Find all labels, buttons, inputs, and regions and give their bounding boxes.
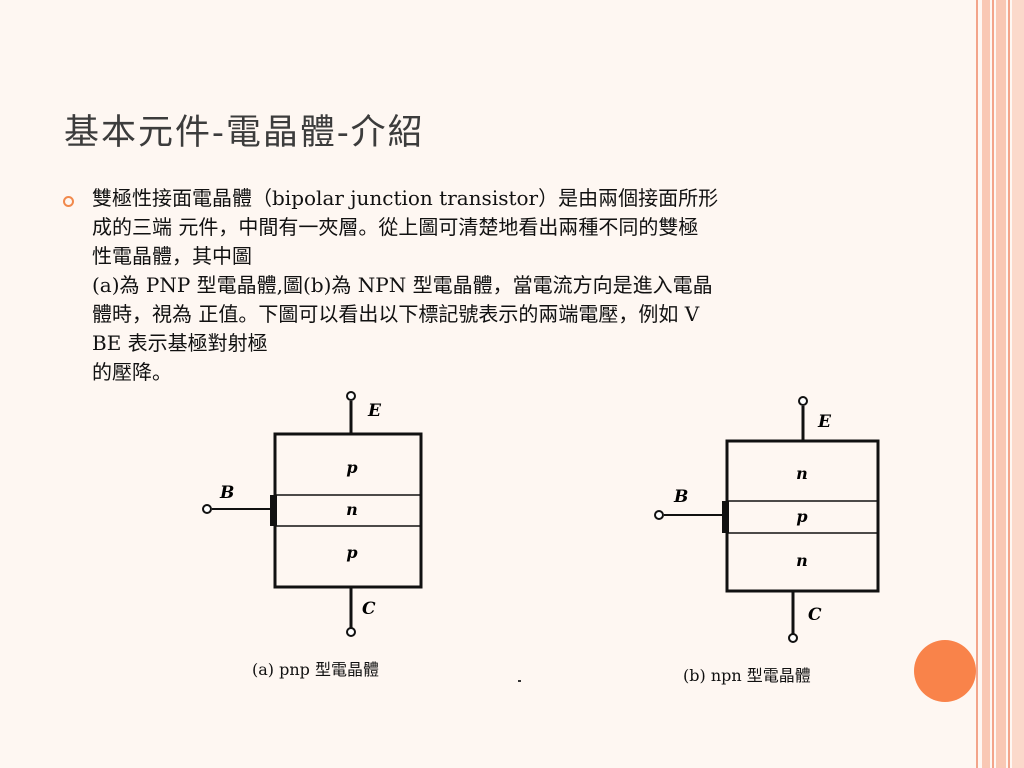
body-line: BE 表示基極對射極 [92,331,268,355]
body-line: (a)為 PNP 型電晶體,圖(b)為 NPN 型電晶體，當電流方向是進入電晶 [92,273,713,297]
decor-stripe [976,0,978,768]
base-label: B [219,483,234,503]
body-paragraph: 雙極性接面電晶體（bipolar junction transistor）是由兩… [92,184,876,387]
decor-stripe [992,0,994,768]
body-line: 的壓降。 [92,360,172,384]
body-line: 性電晶體，其中圖 [92,244,252,268]
figure-a-caption: (a) pnp 型電晶體 [252,660,379,679]
slide-title: 基本元件-電晶體-介紹 [64,113,425,153]
layer-label: n [796,551,808,570]
body-line: 成的三端 元件，中間有一夾層。從上圖可清楚地看出兩種不同的雙極 [92,215,699,239]
figure-b-caption: (b) npn 型電晶體 [683,666,811,685]
bullet-icon [63,196,74,207]
body-line: 體時，視為 正值。下圖可以看出以下標記號表示的兩端電壓，例如 V [92,302,700,326]
npn-transistor-diagram: E n p n B C [654,396,880,643]
decor-stripe [996,0,1006,768]
layer-label: p [346,543,357,562]
decor-circle [914,640,976,702]
layer-label: n [796,464,808,483]
layer-label: p [796,507,807,526]
emitter-label: E [367,401,382,421]
stray-mark [518,680,521,682]
decor-stripe [1008,0,1010,768]
body-line: 雙極性接面電晶體（bipolar junction transistor）是由兩… [92,186,719,210]
pnp-transistor-diagram: E p n p B C [202,391,423,637]
layer-label: p [346,458,357,477]
collector-label: C [362,599,376,619]
emitter-label: E [817,412,832,432]
decor-stripe [982,0,990,768]
decor-stripe [1012,0,1024,768]
collector-label: C [808,605,822,625]
layer-label: n [346,500,358,519]
base-label: B [673,487,688,507]
